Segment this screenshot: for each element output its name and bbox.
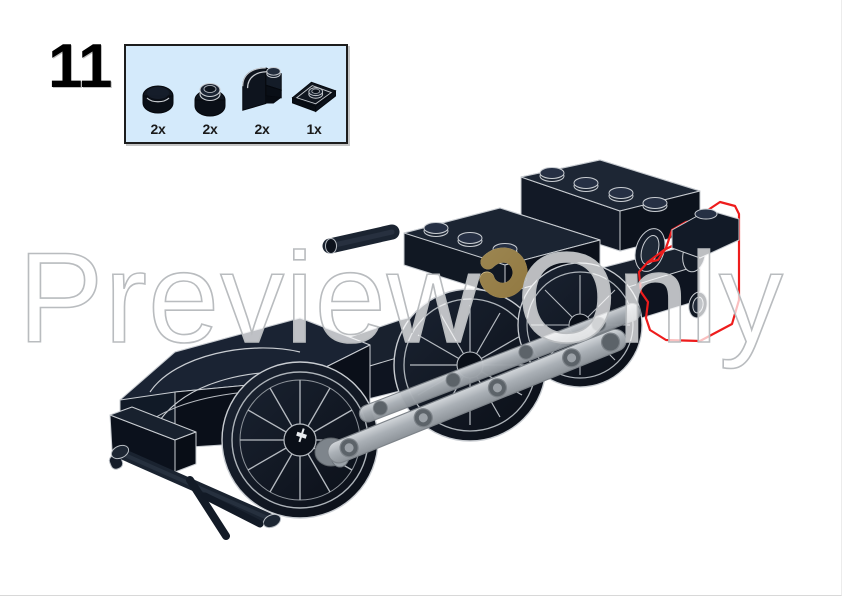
part-quantity: 2x <box>150 121 166 137</box>
connecting-rods <box>327 302 642 464</box>
gold-flex-tube <box>479 247 528 298</box>
locomotive-assembly <box>108 159 741 540</box>
rear-body-bricks <box>520 159 701 252</box>
front-buffer-beam <box>109 406 197 473</box>
tile-2x2-center-stud-icon <box>289 64 339 120</box>
boiler-pipe <box>322 224 400 254</box>
parts-list: 2x 2x <box>126 46 346 142</box>
part-item: 2x <box>237 50 287 136</box>
step-header: 11 2x <box>0 0 841 170</box>
buffer-rods <box>108 444 282 540</box>
part-item: 2x <box>185 50 235 136</box>
round-plate-1x1-icon <box>185 64 235 120</box>
part-quantity: 1x <box>306 121 322 137</box>
part-quantity: 2x <box>254 121 270 137</box>
part-item: 2x <box>133 50 183 136</box>
curved-slope-brick-icon <box>237 64 287 120</box>
rear-top-plate <box>671 208 740 259</box>
step-number: 11 <box>48 32 113 101</box>
part-item: 1x <box>289 50 339 136</box>
part-quantity: 2x <box>202 121 218 137</box>
round-tile-1x1-icon <box>133 64 183 120</box>
parts-callout-box: 2x 2x <box>124 44 348 144</box>
